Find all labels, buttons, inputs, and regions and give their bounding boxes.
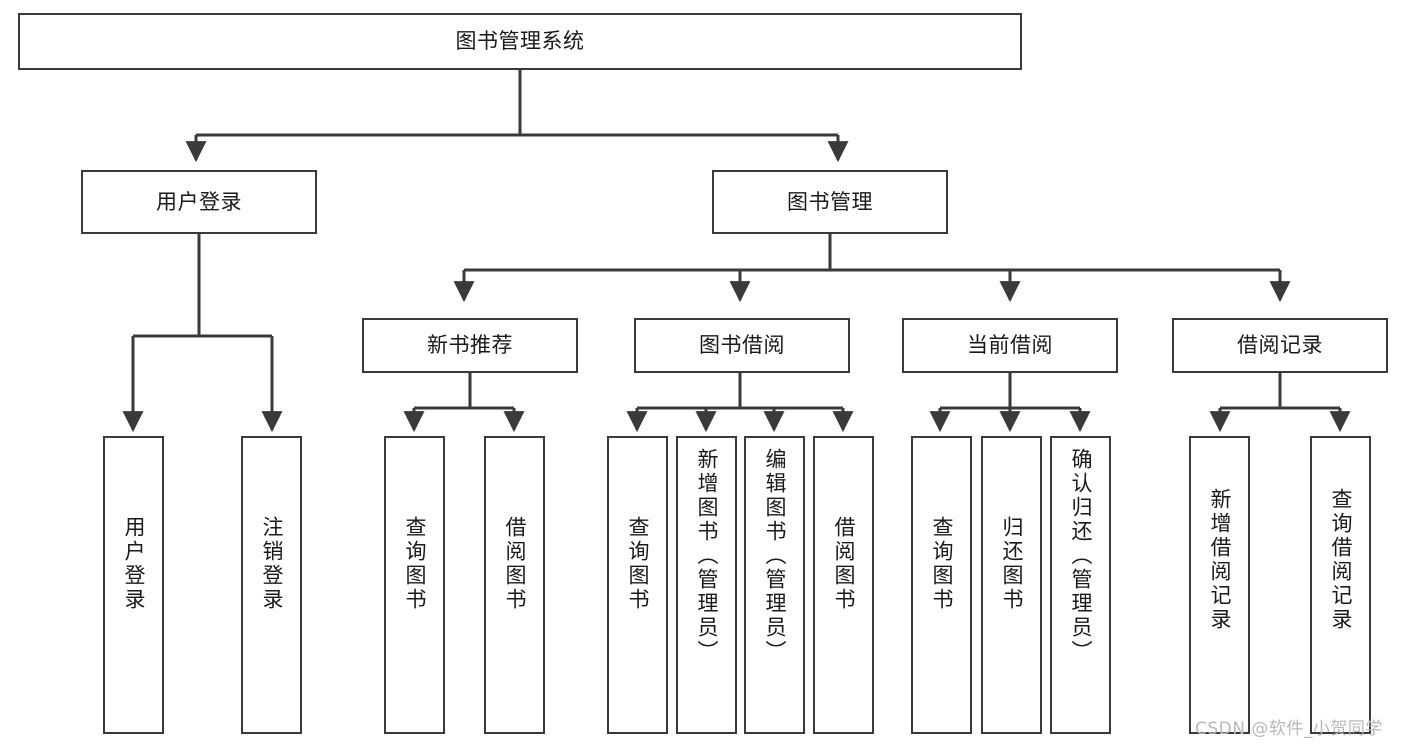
node-leaf-logout[interactable]: 注销登录 <box>241 436 302 734</box>
node-label: 编辑图书（管理员） <box>763 448 787 664</box>
node-label: 借阅图书 <box>503 516 527 612</box>
node-label: 图书管理 <box>787 189 873 214</box>
node-leaf-user-login[interactable]: 用户登录 <box>103 436 164 734</box>
node-user-login[interactable]: 用户登录 <box>81 170 317 234</box>
node-leaf-query-book-borrow[interactable]: 查询图书 <box>607 436 668 734</box>
node-label: 新书推荐 <box>427 333 513 358</box>
node-label: 查询借阅记录 <box>1329 488 1353 632</box>
node-label: 图书借阅 <box>699 333 785 358</box>
node-leaf-query-borrow-record[interactable]: 查询借阅记录 <box>1310 436 1371 734</box>
node-book-management[interactable]: 图书管理 <box>712 170 948 234</box>
node-book-borrow[interactable]: 图书借阅 <box>634 318 850 373</box>
node-current-borrow[interactable]: 当前借阅 <box>902 318 1118 373</box>
node-leaf-query-book-recommend[interactable]: 查询图书 <box>384 436 445 734</box>
node-root-book-management-system[interactable]: 图书管理系统 <box>18 13 1022 70</box>
node-label: 用户登录 <box>156 189 242 214</box>
node-label: 查询图书 <box>626 516 650 612</box>
node-new-book-recommend[interactable]: 新书推荐 <box>362 318 578 373</box>
node-leaf-add-book-admin[interactable]: 新增图书（管理员） <box>676 436 737 734</box>
node-label: 归还图书 <box>1000 516 1024 612</box>
node-label: 用户登录 <box>122 516 146 612</box>
node-label: 借阅图书 <box>832 516 856 612</box>
node-label: 借阅记录 <box>1237 333 1323 358</box>
node-leaf-confirm-return-admin[interactable]: 确认归还（管理员） <box>1050 436 1111 734</box>
node-label: 注销登录 <box>260 516 284 612</box>
node-label: 当前借阅 <box>967 333 1053 358</box>
node-leaf-add-borrow-record[interactable]: 新增借阅记录 <box>1189 436 1250 734</box>
node-label: 查询图书 <box>403 516 427 612</box>
node-leaf-edit-book-admin[interactable]: 编辑图书（管理员） <box>744 436 805 734</box>
node-label: 新增借阅记录 <box>1208 488 1232 632</box>
node-leaf-borrow-book-recommend[interactable]: 借阅图书 <box>484 436 545 734</box>
node-leaf-query-book-current[interactable]: 查询图书 <box>911 436 972 734</box>
node-leaf-borrow-book[interactable]: 借阅图书 <box>813 436 874 734</box>
node-label: 确认归还（管理员） <box>1069 448 1093 664</box>
node-label: 查询图书 <box>930 516 954 612</box>
node-label: 图书管理系统 <box>455 29 585 54</box>
node-leaf-return-book[interactable]: 归还图书 <box>981 436 1042 734</box>
node-label: 新增图书（管理员） <box>695 448 719 664</box>
csdn-watermark: CSDN @软件_小贺同学 <box>1195 719 1383 739</box>
node-borrow-record[interactable]: 借阅记录 <box>1172 318 1388 373</box>
